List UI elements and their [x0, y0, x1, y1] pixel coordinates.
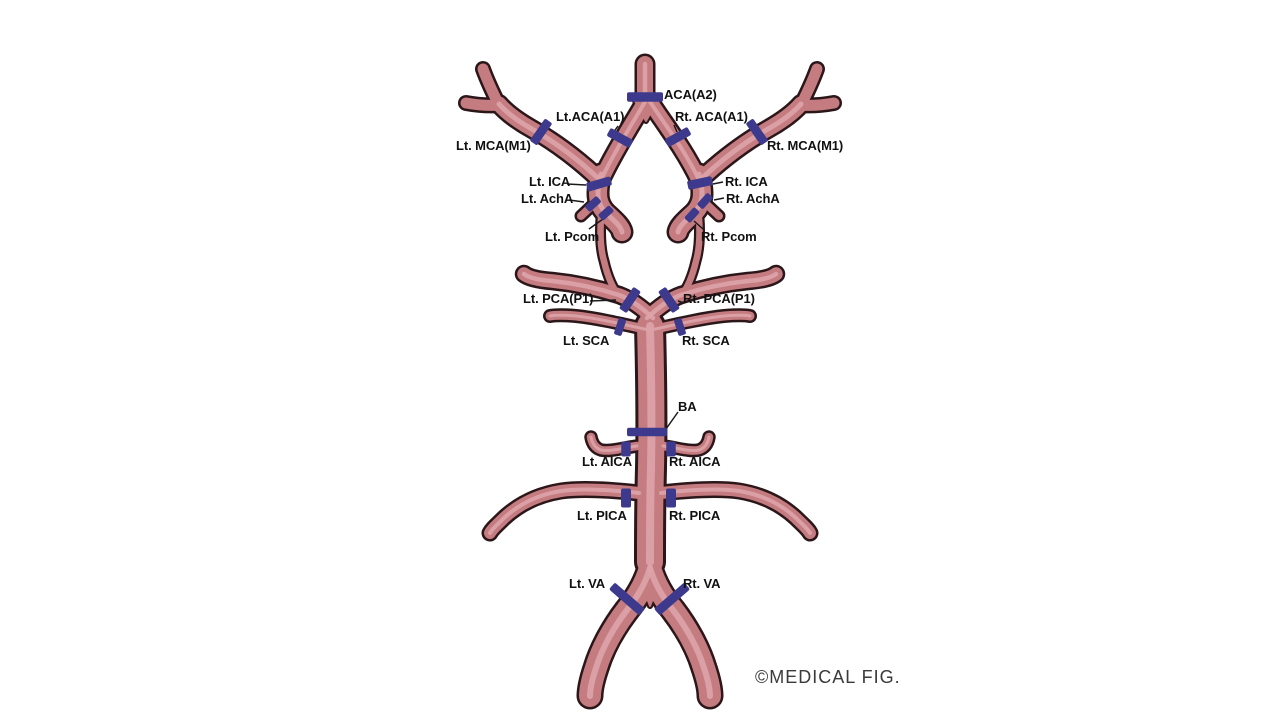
lt-acha-marker — [585, 196, 601, 212]
rt-pica-marker — [666, 488, 676, 508]
rt-sca-marker — [674, 318, 686, 336]
label-rt-pca-p1: Rt. PCA(P1) — [683, 291, 755, 306]
rt-ica-marker — [687, 176, 713, 190]
label-rt-aica: Rt. AICA — [669, 454, 721, 469]
lt-sca-marker — [614, 318, 626, 336]
label-rt-ica: Rt. ICA — [725, 174, 768, 189]
lt-aica-marker — [621, 441, 631, 457]
lt-mca-m1-marker — [530, 119, 552, 145]
ba-marker — [627, 427, 667, 437]
lt-aca-a1-marker — [607, 128, 633, 148]
lt-ica-marker — [586, 176, 612, 192]
rt-pca-p1-leader — [677, 300, 685, 304]
label-lt-va: Lt. VA — [569, 576, 605, 591]
measurement-markers — [530, 92, 768, 615]
rt-ica-leader — [712, 181, 724, 185]
rt-acha-marker — [697, 193, 713, 209]
label-rt-va: Rt. VA — [683, 576, 721, 591]
lt-va-marker — [609, 583, 645, 615]
label-lt-acha: Lt. AchA — [521, 191, 574, 206]
label-lt-aica: Lt. AICA — [582, 454, 632, 469]
rt-va-marker — [654, 583, 690, 615]
label-ba: BA — [678, 399, 697, 414]
rt-pca-p1-marker — [658, 287, 680, 313]
label-rt-aca-a1: Rt. ACA(A1) — [675, 109, 748, 124]
lt-ica-leader — [566, 183, 587, 186]
rt-pcom-marker — [684, 207, 700, 223]
leader-lines — [566, 124, 725, 430]
rt-aca-a1-leader — [673, 124, 678, 133]
lt-pca-p1-leader — [589, 299, 617, 302]
label-lt-pcom: Lt. Pcom — [545, 229, 600, 244]
label-rt-acha: Rt. AchA — [726, 191, 780, 206]
label-lt-ica: Lt. ICA — [529, 174, 571, 189]
label-lt-pca-p1: Lt. PCA(P1) — [523, 291, 594, 306]
label-lt-mca-m1: Lt. MCA(M1) — [456, 138, 531, 153]
lt-pica-marker — [621, 488, 631, 508]
rt-aica-marker — [666, 441, 676, 457]
label-rt-pcom: Rt. Pcom — [701, 229, 757, 244]
rt-pcom-leader — [693, 220, 704, 230]
label-lt-aca-a1: Lt.ACA(A1) — [556, 109, 625, 124]
label-lt-pica: Lt. PICA — [577, 508, 627, 523]
lt-pcom-marker — [598, 205, 614, 221]
label-rt-sca: Rt. SCA — [682, 333, 730, 348]
label-lt-sca: Lt. SCA — [563, 333, 610, 348]
basilar-artery-highlight — [650, 326, 651, 562]
lt-pcom-leader — [588, 218, 604, 230]
label-rt-pica: Rt. PICA — [669, 508, 721, 523]
label-aca-a2: ACA(A2) — [664, 87, 717, 102]
lt-acha-leader — [568, 199, 585, 203]
ba-leader — [665, 411, 679, 430]
rt-mca-m1-marker — [746, 119, 768, 145]
rt-aca-a1-marker — [665, 127, 691, 147]
copyright-text: ©MEDICAL FIG. — [755, 667, 901, 687]
label-rt-mca-m1: Rt. MCA(M1) — [767, 138, 844, 153]
rt-acha-leader — [713, 197, 725, 201]
aca-a2-marker — [627, 92, 663, 102]
lt-pca-p1-marker — [619, 287, 641, 313]
